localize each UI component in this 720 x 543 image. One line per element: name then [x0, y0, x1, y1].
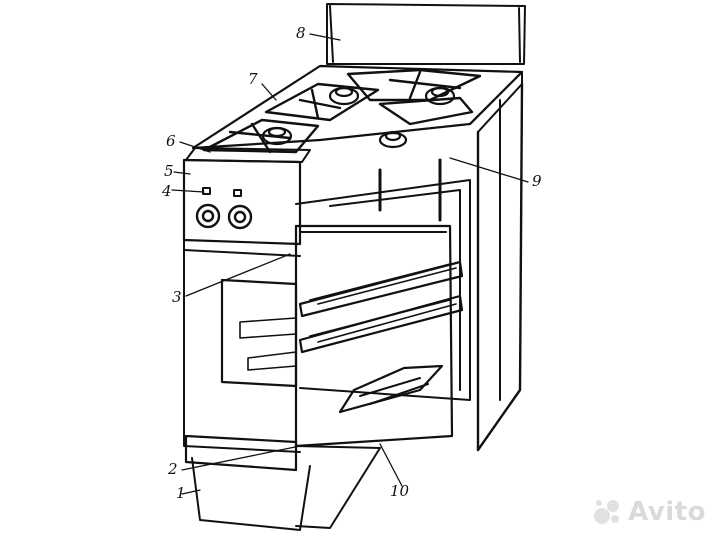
callout-9: 9 [532, 172, 542, 190]
callout-10: 10 [390, 482, 410, 500]
burner-caps [261, 86, 456, 149]
oven-body [183, 82, 524, 453]
callout-6: 6 [166, 132, 176, 150]
callout-1: 1 [176, 484, 186, 502]
burner-grates [202, 68, 482, 154]
callout-4: 4 [162, 182, 172, 200]
watermark-text: Avito [628, 497, 706, 527]
control-knobs [195, 203, 253, 230]
oven-racks [239, 260, 464, 371]
avito-logo-icon [594, 500, 620, 524]
stove-lid [326, 3, 526, 65]
oven-cavity [220, 158, 471, 401]
control-panel [182, 158, 302, 246]
callout-8: 8 [296, 24, 306, 42]
oven-door [294, 224, 454, 529]
callout-3: 3 [172, 288, 182, 306]
callout-5: 5 [164, 162, 174, 180]
callout-2: 2 [168, 460, 178, 478]
leader-lines [171, 33, 529, 495]
watermark: Avito [592, 497, 706, 527]
callout-7: 7 [248, 70, 258, 88]
bottom-panel [184, 434, 311, 531]
